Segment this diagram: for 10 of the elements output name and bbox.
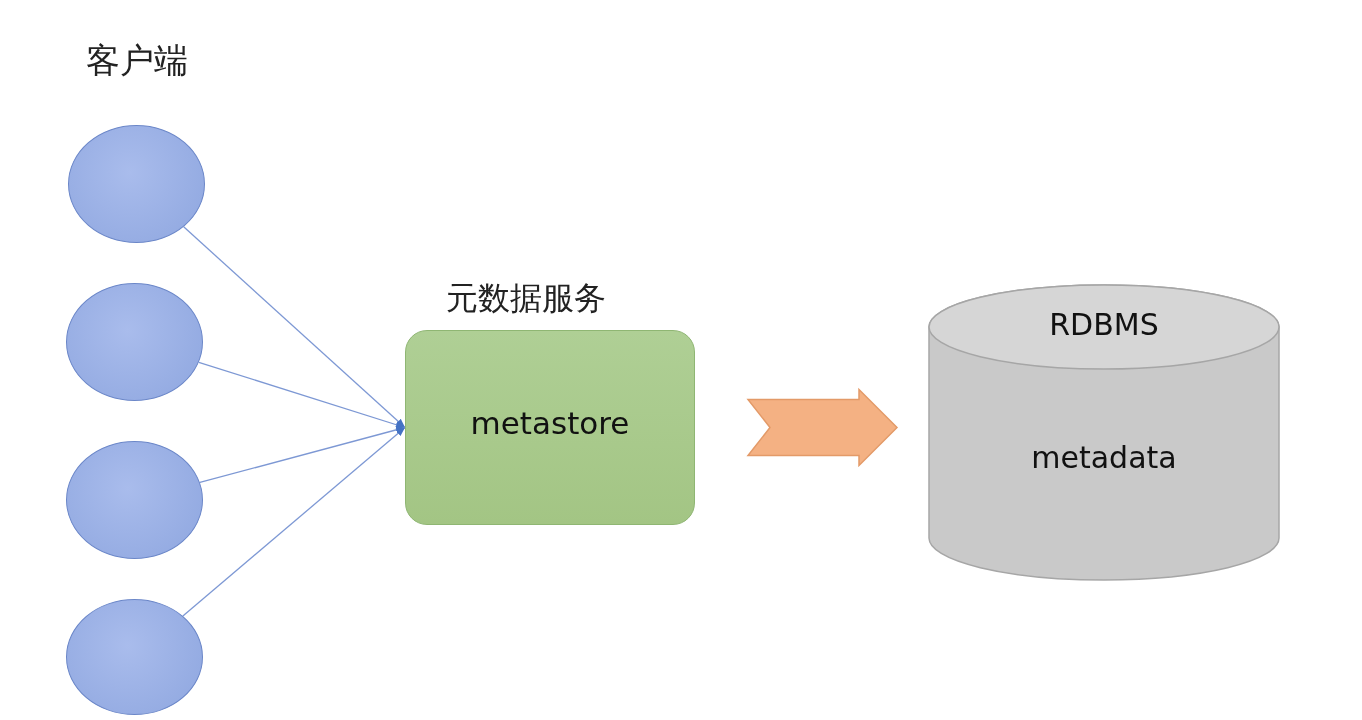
service-name: metastore [470, 404, 630, 441]
connector-arrow [199, 426, 406, 484]
service-heading: 元数据服务 [446, 278, 606, 319]
group-heading: 客户端 [86, 39, 188, 82]
connector-arrow [182, 426, 406, 617]
flow-arrow [746, 387, 899, 468]
database-content: metadata [1030, 440, 1178, 475]
connector-arrow [183, 226, 406, 429]
database-name: RDBMS [1048, 307, 1160, 342]
connector-arrow [198, 361, 406, 429]
